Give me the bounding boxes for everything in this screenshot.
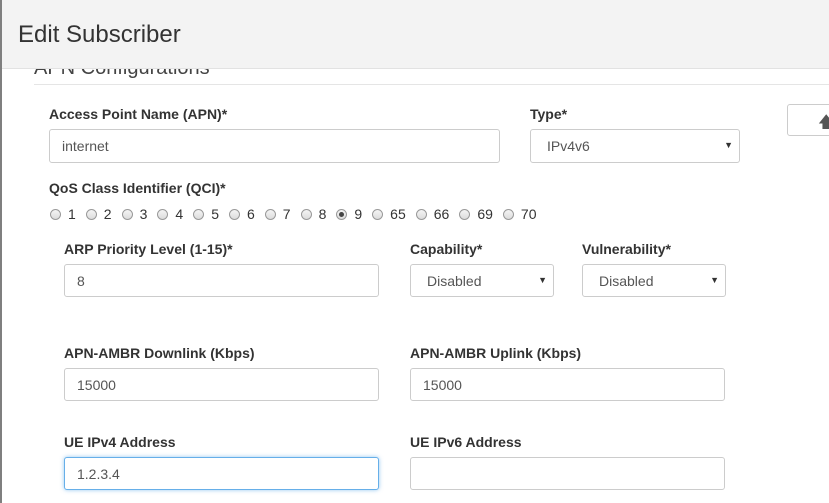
ambr-downlink-input[interactable] [64, 368, 379, 401]
arp-input[interactable] [64, 264, 379, 297]
qci-option-label: 4 [175, 206, 184, 222]
radio-button[interactable] [502, 208, 514, 220]
apn-label: Access Point Name (APN)* [49, 106, 228, 122]
qci-option[interactable]: 69 [459, 206, 493, 222]
qci-option-label: 3 [139, 206, 148, 222]
qci-option-label: 6 [246, 206, 255, 222]
qci-option-label: 70 [520, 206, 537, 222]
radio-button[interactable] [50, 208, 61, 220]
qci-option[interactable]: 3 [121, 206, 148, 222]
ue-ipv6-label: UE IPv6 Address [410, 434, 522, 450]
vulnerability-select[interactable]: Disabled ▼ [582, 264, 726, 297]
qci-option-label: 8 [318, 206, 327, 222]
qci-option[interactable]: 4 [157, 206, 183, 222]
capability-selected-value: Disabled [427, 273, 482, 289]
arp-label: ARP Priority Level (1-15)* [64, 241, 233, 257]
qci-label: QoS Class Identifier (QCI)* [49, 180, 226, 196]
scroll-top-button[interactable]: 🡅 [787, 104, 829, 136]
radio-button[interactable] [228, 208, 240, 220]
qci-option-label: 2 [103, 206, 112, 222]
qci-option-label: 7 [282, 206, 291, 222]
capability-label: Capability* [410, 241, 483, 257]
qci-option-label: 9 [354, 206, 363, 222]
qci-option[interactable]: 9 [336, 206, 362, 222]
section-divider [34, 84, 829, 85]
qci-option-label: 66 [433, 206, 450, 222]
ambr-uplink-input[interactable] [410, 368, 725, 401]
type-selected-value: IPv4v6 [547, 138, 590, 154]
qci-option[interactable]: 8 [300, 206, 327, 222]
modal-header: Edit Subscriber [2, 0, 829, 69]
chevron-down-icon: ▼ [724, 140, 733, 150]
vulnerability-label: Vulnerability* [582, 241, 671, 257]
radio-button[interactable] [372, 208, 384, 220]
arrow-up-icon: 🡅 [818, 114, 829, 131]
type-label: Type* [530, 106, 568, 122]
qci-option[interactable]: 65 [372, 206, 406, 222]
radio-button[interactable] [121, 208, 133, 220]
qci-option[interactable]: 1 [50, 206, 76, 222]
qci-option[interactable]: 70 [502, 206, 537, 222]
qci-option[interactable]: 7 [264, 206, 291, 222]
vulnerability-selected-value: Disabled [599, 273, 654, 289]
ambr-downlink-label: APN-AMBR Downlink (Kbps) [64, 345, 255, 361]
radio-button[interactable] [336, 208, 348, 220]
qci-option-label: 65 [390, 206, 406, 222]
apn-input[interactable] [49, 129, 500, 163]
radio-button[interactable] [300, 208, 312, 220]
qci-radio-group: 1 2 3 4 5 6 7 8 9 65 66 69 70 [50, 205, 546, 223]
radio-button[interactable] [85, 208, 97, 220]
chevron-down-icon: ▼ [710, 275, 719, 285]
ue-ipv4-label: UE IPv4 Address [64, 434, 176, 450]
qci-option[interactable]: 6 [228, 206, 255, 222]
radio-button[interactable] [415, 208, 427, 220]
radio-button[interactable] [459, 208, 471, 220]
modal-title: Edit Subscriber [18, 21, 181, 48]
radio-button[interactable] [264, 208, 276, 220]
chevron-down-icon: ▼ [538, 275, 547, 285]
capability-select[interactable]: Disabled ▼ [410, 264, 554, 297]
qci-option[interactable]: 5 [193, 206, 219, 222]
qci-option-label: 5 [211, 206, 219, 222]
ambr-uplink-label: APN-AMBR Uplink (Kbps) [410, 345, 582, 361]
qci-option-label: 69 [477, 206, 493, 222]
qci-option[interactable]: 66 [415, 206, 450, 222]
type-select[interactable]: IPv4v6 ▼ [530, 129, 740, 163]
ue-ipv4-input[interactable] [64, 457, 379, 490]
ue-ipv6-input[interactable] [410, 457, 725, 490]
qci-option-label: 1 [68, 206, 76, 222]
radio-button[interactable] [157, 208, 169, 220]
qci-option[interactable]: 2 [85, 206, 112, 222]
radio-button[interactable] [193, 208, 205, 220]
